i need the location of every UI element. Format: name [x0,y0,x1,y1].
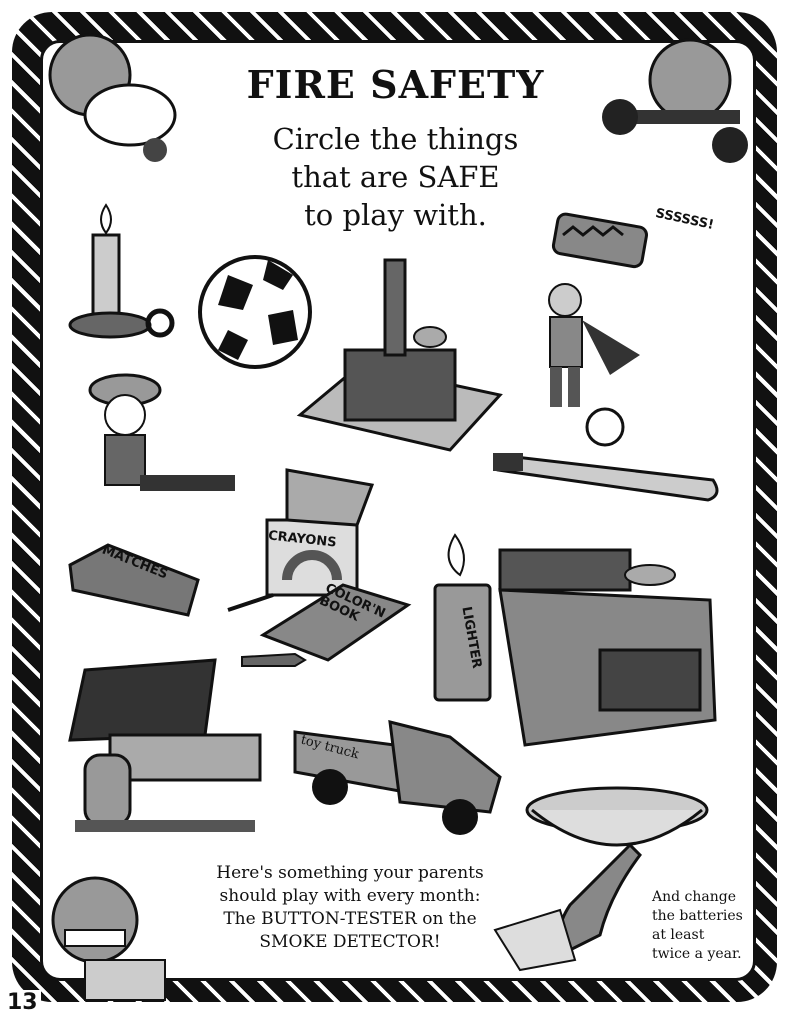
dog-eating-icon [48,33,177,162]
instruction-line: Circle the things [272,122,519,156]
page-title: FIRE SAFETY [246,62,545,107]
candle-icon [68,203,175,339]
bottom-message: Here's something your parents should pla… [185,862,515,954]
stove-icon [498,548,717,747]
dog-grinning-icon [51,876,166,1001]
superhero-toy-icon [548,283,640,407]
bottom-line: should play with every month: [219,886,481,906]
crayon-box-icon [265,468,375,597]
dog-lifting-weights-icon [602,38,748,163]
coloring-book-icon [259,583,412,662]
grill-icon [68,658,262,832]
pointing-hand-icon [493,842,642,972]
instructions: Circle the things that are SAFE to play … [0,120,791,234]
bottom-line: The BUTTON-TESTER on the [223,909,477,929]
firecracker-icon [551,212,648,269]
wood-stove-icon [296,258,503,452]
lighter-icon [433,533,492,702]
baseball-icon [585,407,625,447]
reminder-line: twice a year. [652,946,742,962]
cowgirl-toy-icon [88,373,235,491]
reminder-line: the batteries [652,908,743,924]
toy-truck-icon [293,720,502,835]
soccer-ball-icon [198,255,312,369]
smoke-detector-icon [525,786,709,847]
page-number: 13 [4,990,41,1015]
bottom-line: SMOKE DETECTOR! [259,932,441,952]
reminder-line: at least [652,927,705,943]
battery-reminder: And change the batteries at least twice … [652,888,762,964]
instruction-line: to play with. [304,198,487,232]
baseball-bat-icon [493,453,719,502]
bottom-line: Here's something your parents [216,863,484,883]
matches-icon [68,543,274,617]
loose-crayon-icon [241,652,307,667]
instruction-line: that are SAFE [291,160,500,194]
reminder-line: And change [652,889,737,905]
